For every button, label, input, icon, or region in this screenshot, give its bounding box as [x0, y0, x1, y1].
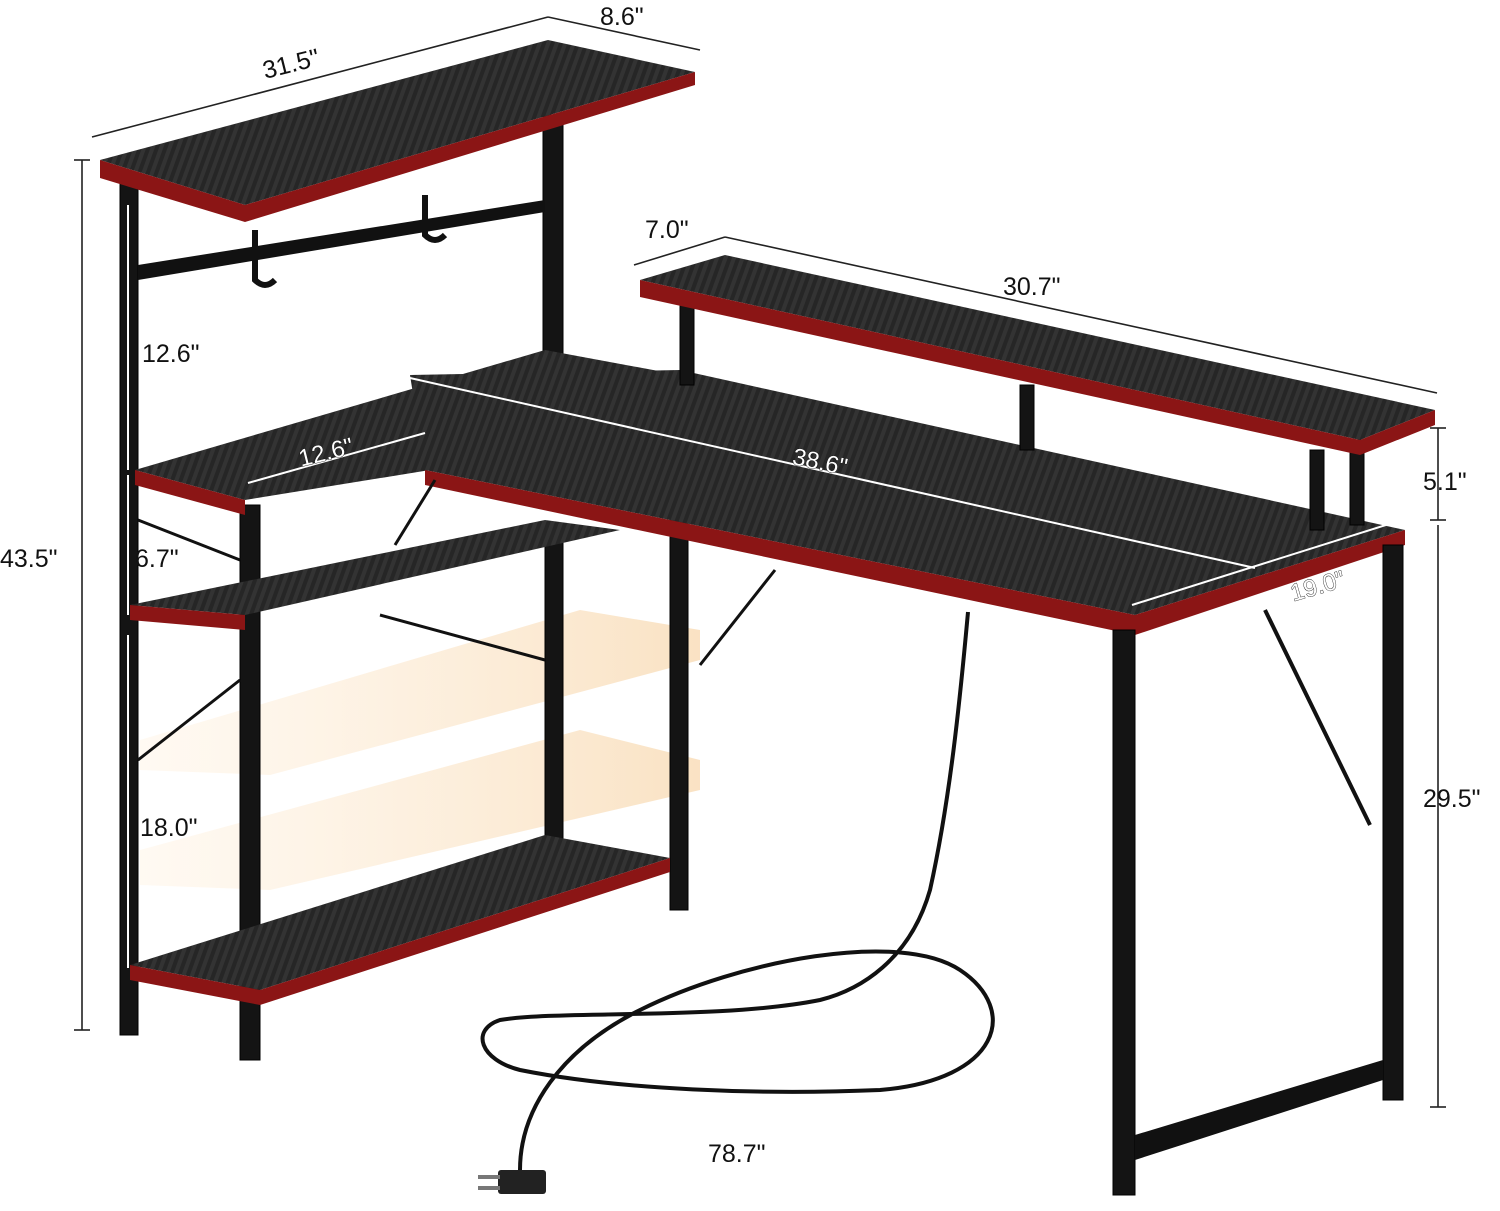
right-rear-leg: [1382, 544, 1404, 1101]
cord-length-label: 78.7": [708, 1140, 766, 1168]
cross-brace: [1263, 609, 1372, 826]
monitor-shelf: [640, 255, 1435, 440]
desk-height-label: 29.5": [1423, 785, 1481, 813]
overall-height-label: 43.5": [0, 545, 58, 573]
bottom-shelf: [130, 835, 670, 990]
side-desk-edge: [135, 470, 245, 515]
middle-shelf: [130, 520, 620, 615]
hook-bar: [138, 200, 545, 280]
bottom-shelf-edge-right: [260, 858, 670, 1005]
main-desk-edge-right: [1135, 530, 1405, 635]
hook-icon: [252, 230, 278, 288]
right-front-leg: [1112, 629, 1136, 1196]
cross-brace: [698, 569, 777, 666]
monitor-leg: [679, 299, 695, 386]
monitor-shelf-depth-label: 7.0": [645, 216, 689, 244]
top-shelf-edge: [100, 160, 245, 222]
right-bottom-bar: [1135, 1060, 1383, 1160]
shelf-back-post-lower: [544, 534, 564, 866]
monitor-leg: [1309, 449, 1325, 531]
main-desk-top: [410, 370, 1405, 615]
shelf-gap-middle-label: 6.7": [135, 545, 179, 573]
cross-brace: [137, 678, 241, 762]
dimension-lines: [74, 16, 1446, 1108]
bottom-shelf-edge: [130, 965, 260, 1005]
left-front-post: [239, 504, 261, 1061]
monitor-shelf-width-label: 30.7": [1003, 273, 1061, 301]
cross-brace: [137, 518, 241, 562]
cross-brace: [379, 613, 546, 662]
middle-shelf-edge: [130, 605, 245, 630]
shelf-gap-upper-label: 12.6": [142, 340, 200, 368]
power-cord: [480, 611, 995, 1171]
monitor-shelf-edge-right: [1360, 410, 1435, 455]
shelf-gap-lower-label: 18.0": [140, 814, 198, 842]
cross-brace: [393, 479, 437, 546]
monitor-leg: [1019, 384, 1035, 451]
left-mid-post: [669, 499, 689, 911]
plug-icon: [478, 1170, 546, 1194]
main-desk-edge: [425, 470, 1135, 635]
hook-icon: [422, 195, 448, 243]
top-shelf-edge-right: [245, 72, 695, 222]
surface-dimension-lines: [127, 205, 1409, 968]
monitor-shelf-edge: [640, 280, 1360, 455]
top-shelf: [100, 40, 695, 205]
top-shelf-depth-label: 8.6": [600, 3, 644, 31]
monitor-stand-height-label: 5.1": [1423, 468, 1467, 496]
